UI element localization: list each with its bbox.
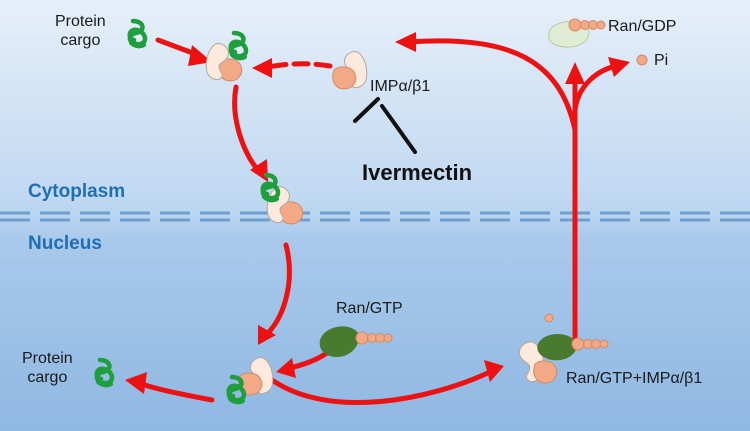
label-ran-gtp: Ran/GTP (336, 300, 403, 317)
importin-cargo-complex-top (206, 33, 246, 81)
ran-gdp-blob (548, 18, 606, 48)
nuclear-envelope (0, 211, 750, 222)
ran-gtp-importin-complex (518, 313, 609, 384)
arrow-release-cargo (142, 382, 215, 403)
arrowheads (125, 32, 630, 394)
importin-cargo-complex-nucleus (229, 357, 273, 402)
label-protein-cargo-top: Protein cargo (55, 13, 106, 49)
label-ivermectin: Ivermectin (362, 160, 473, 185)
arrow-to-rangtp-complex (269, 369, 493, 405)
arrow-recycle-importin (407, 38, 578, 133)
arrow-rangtp-binding (287, 349, 331, 371)
label-protein-cargo-bottom: Protein cargo (22, 350, 73, 386)
ran-gtp-blob (319, 326, 393, 358)
arrow-to-pi (572, 63, 619, 113)
label-importin: IMPα/β1 (370, 78, 431, 95)
label-ran-gdp: Ran/GDP (608, 18, 677, 35)
arrow-complex-to-membrane (232, 84, 261, 173)
label-cytoplasm: Cytoplasm (28, 181, 126, 202)
free-importin (333, 51, 367, 89)
protein-cargo-coil-icon (130, 21, 145, 46)
importin-cargo-complex-membrane (263, 175, 303, 224)
arrow-membrane-to-nucleus (265, 242, 292, 336)
label-pi: Pi (654, 52, 669, 69)
arrow-importin-to-complex (265, 61, 333, 70)
protein-cargo-coil-icon (97, 360, 112, 385)
inhibition-bar-icon (353, 97, 417, 154)
label-nucleus: Nucleus (28, 233, 102, 254)
label-ran-gtp-complex: Ran/GTP+IMPα/β1 (566, 370, 703, 387)
phosphate-bead (636, 54, 648, 66)
